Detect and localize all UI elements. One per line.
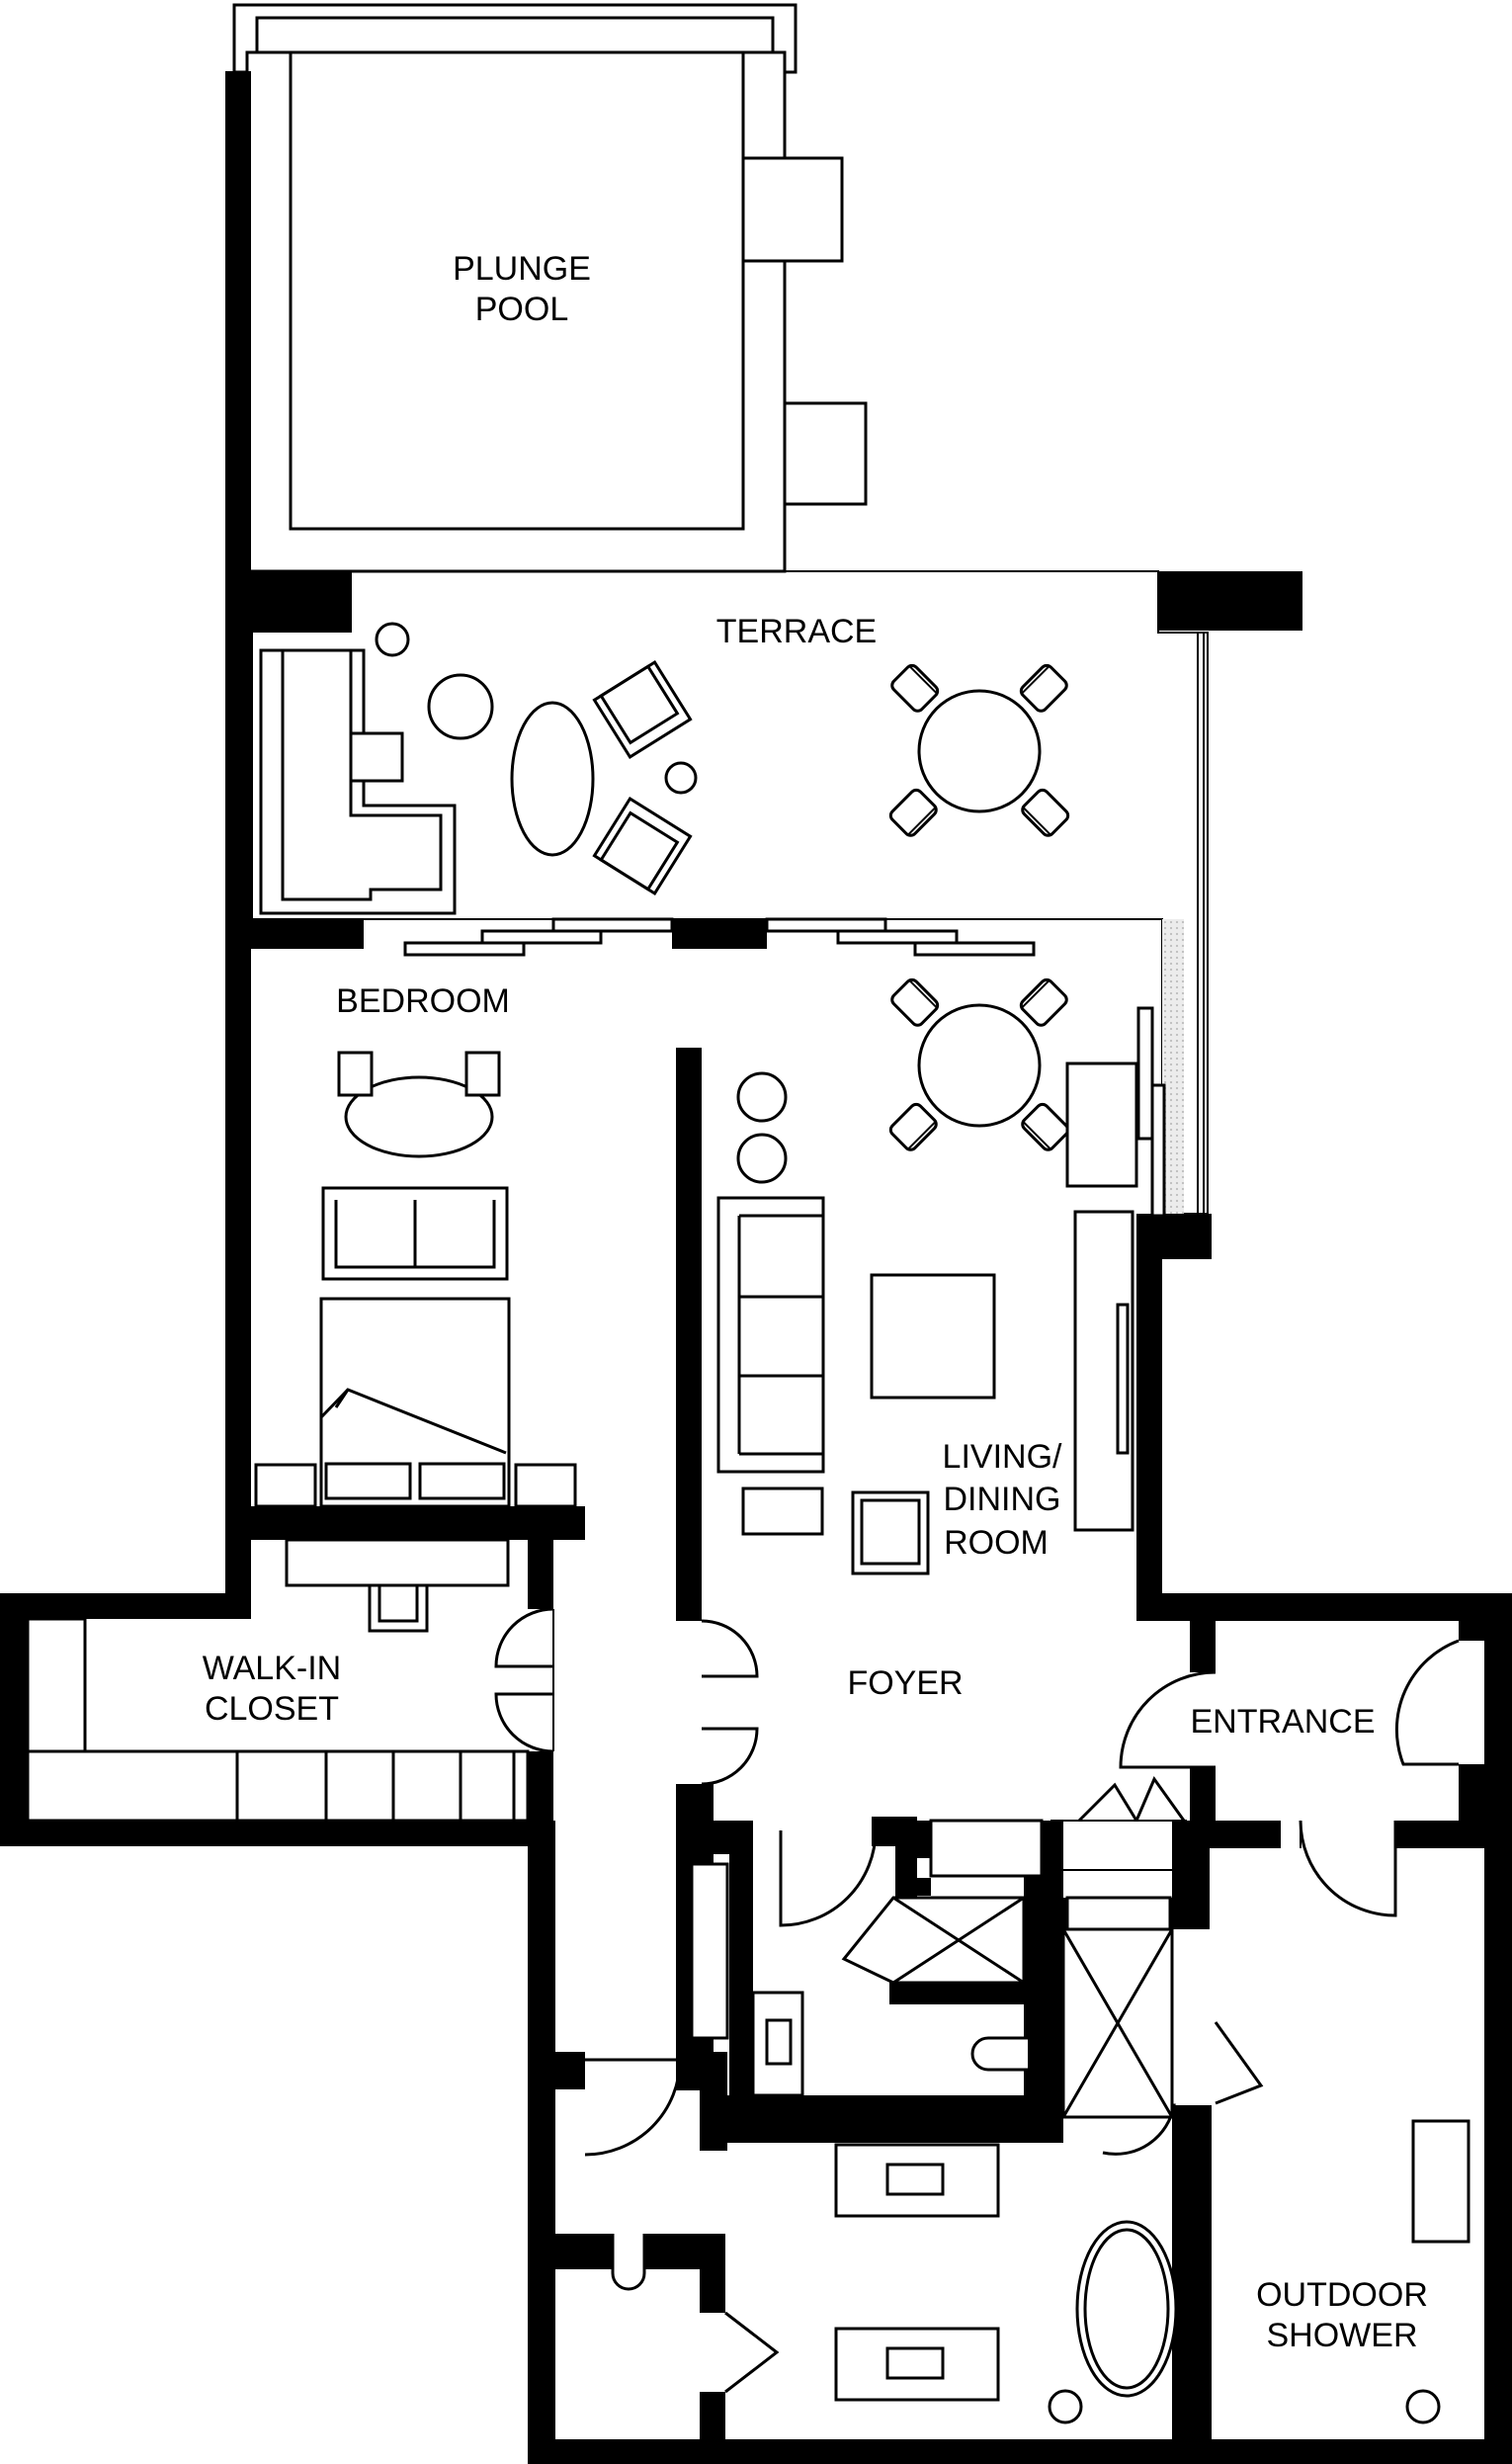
entrance-label: ENTRANCE (1190, 1703, 1375, 1741)
bedroom-furniture (254, 1051, 577, 1633)
bedroom-label: BEDROOM (336, 982, 510, 1020)
living-dining-label-2: DINING (944, 1481, 1061, 1518)
room-labels: PLUNGE POOL TERRACE BEDROOM LIVING/ DINI… (203, 250, 1428, 2354)
foyer-fixtures (690, 1819, 1174, 2119)
walk-in-closet-label-1: WALK-IN (203, 1650, 341, 1687)
closet-fixtures (26, 1617, 530, 1823)
doors (494, 1607, 1460, 2394)
terrace-label-bg (710, 609, 887, 652)
living-dining-label-3: ROOM (944, 1524, 1049, 1562)
plunge-pool-label-2: POOL (475, 291, 568, 328)
walls (0, 71, 1512, 2464)
plunge-pool-label-1: PLUNGE (453, 250, 591, 288)
terrace-furniture (259, 622, 1070, 915)
living-furniture (716, 977, 1138, 1575)
plunge-pool (232, 3, 868, 573)
outdoor-shower-label-1: OUTDOOR (1256, 2276, 1428, 2314)
foyer-label: FOYER (847, 1664, 963, 1702)
walk-in-closet-label-2: CLOSET (205, 1690, 339, 1728)
outdoor-shower-fixtures (1405, 2119, 1470, 2424)
outdoor-shower-label-2: SHOWER (1267, 2317, 1418, 2354)
living-dining-label-1: LIVING/ (943, 1438, 1062, 1476)
sliding-doors (403, 917, 1166, 1218)
bathroom-fixtures (611, 2143, 1178, 2424)
terrace-label: TERRACE (716, 613, 877, 650)
